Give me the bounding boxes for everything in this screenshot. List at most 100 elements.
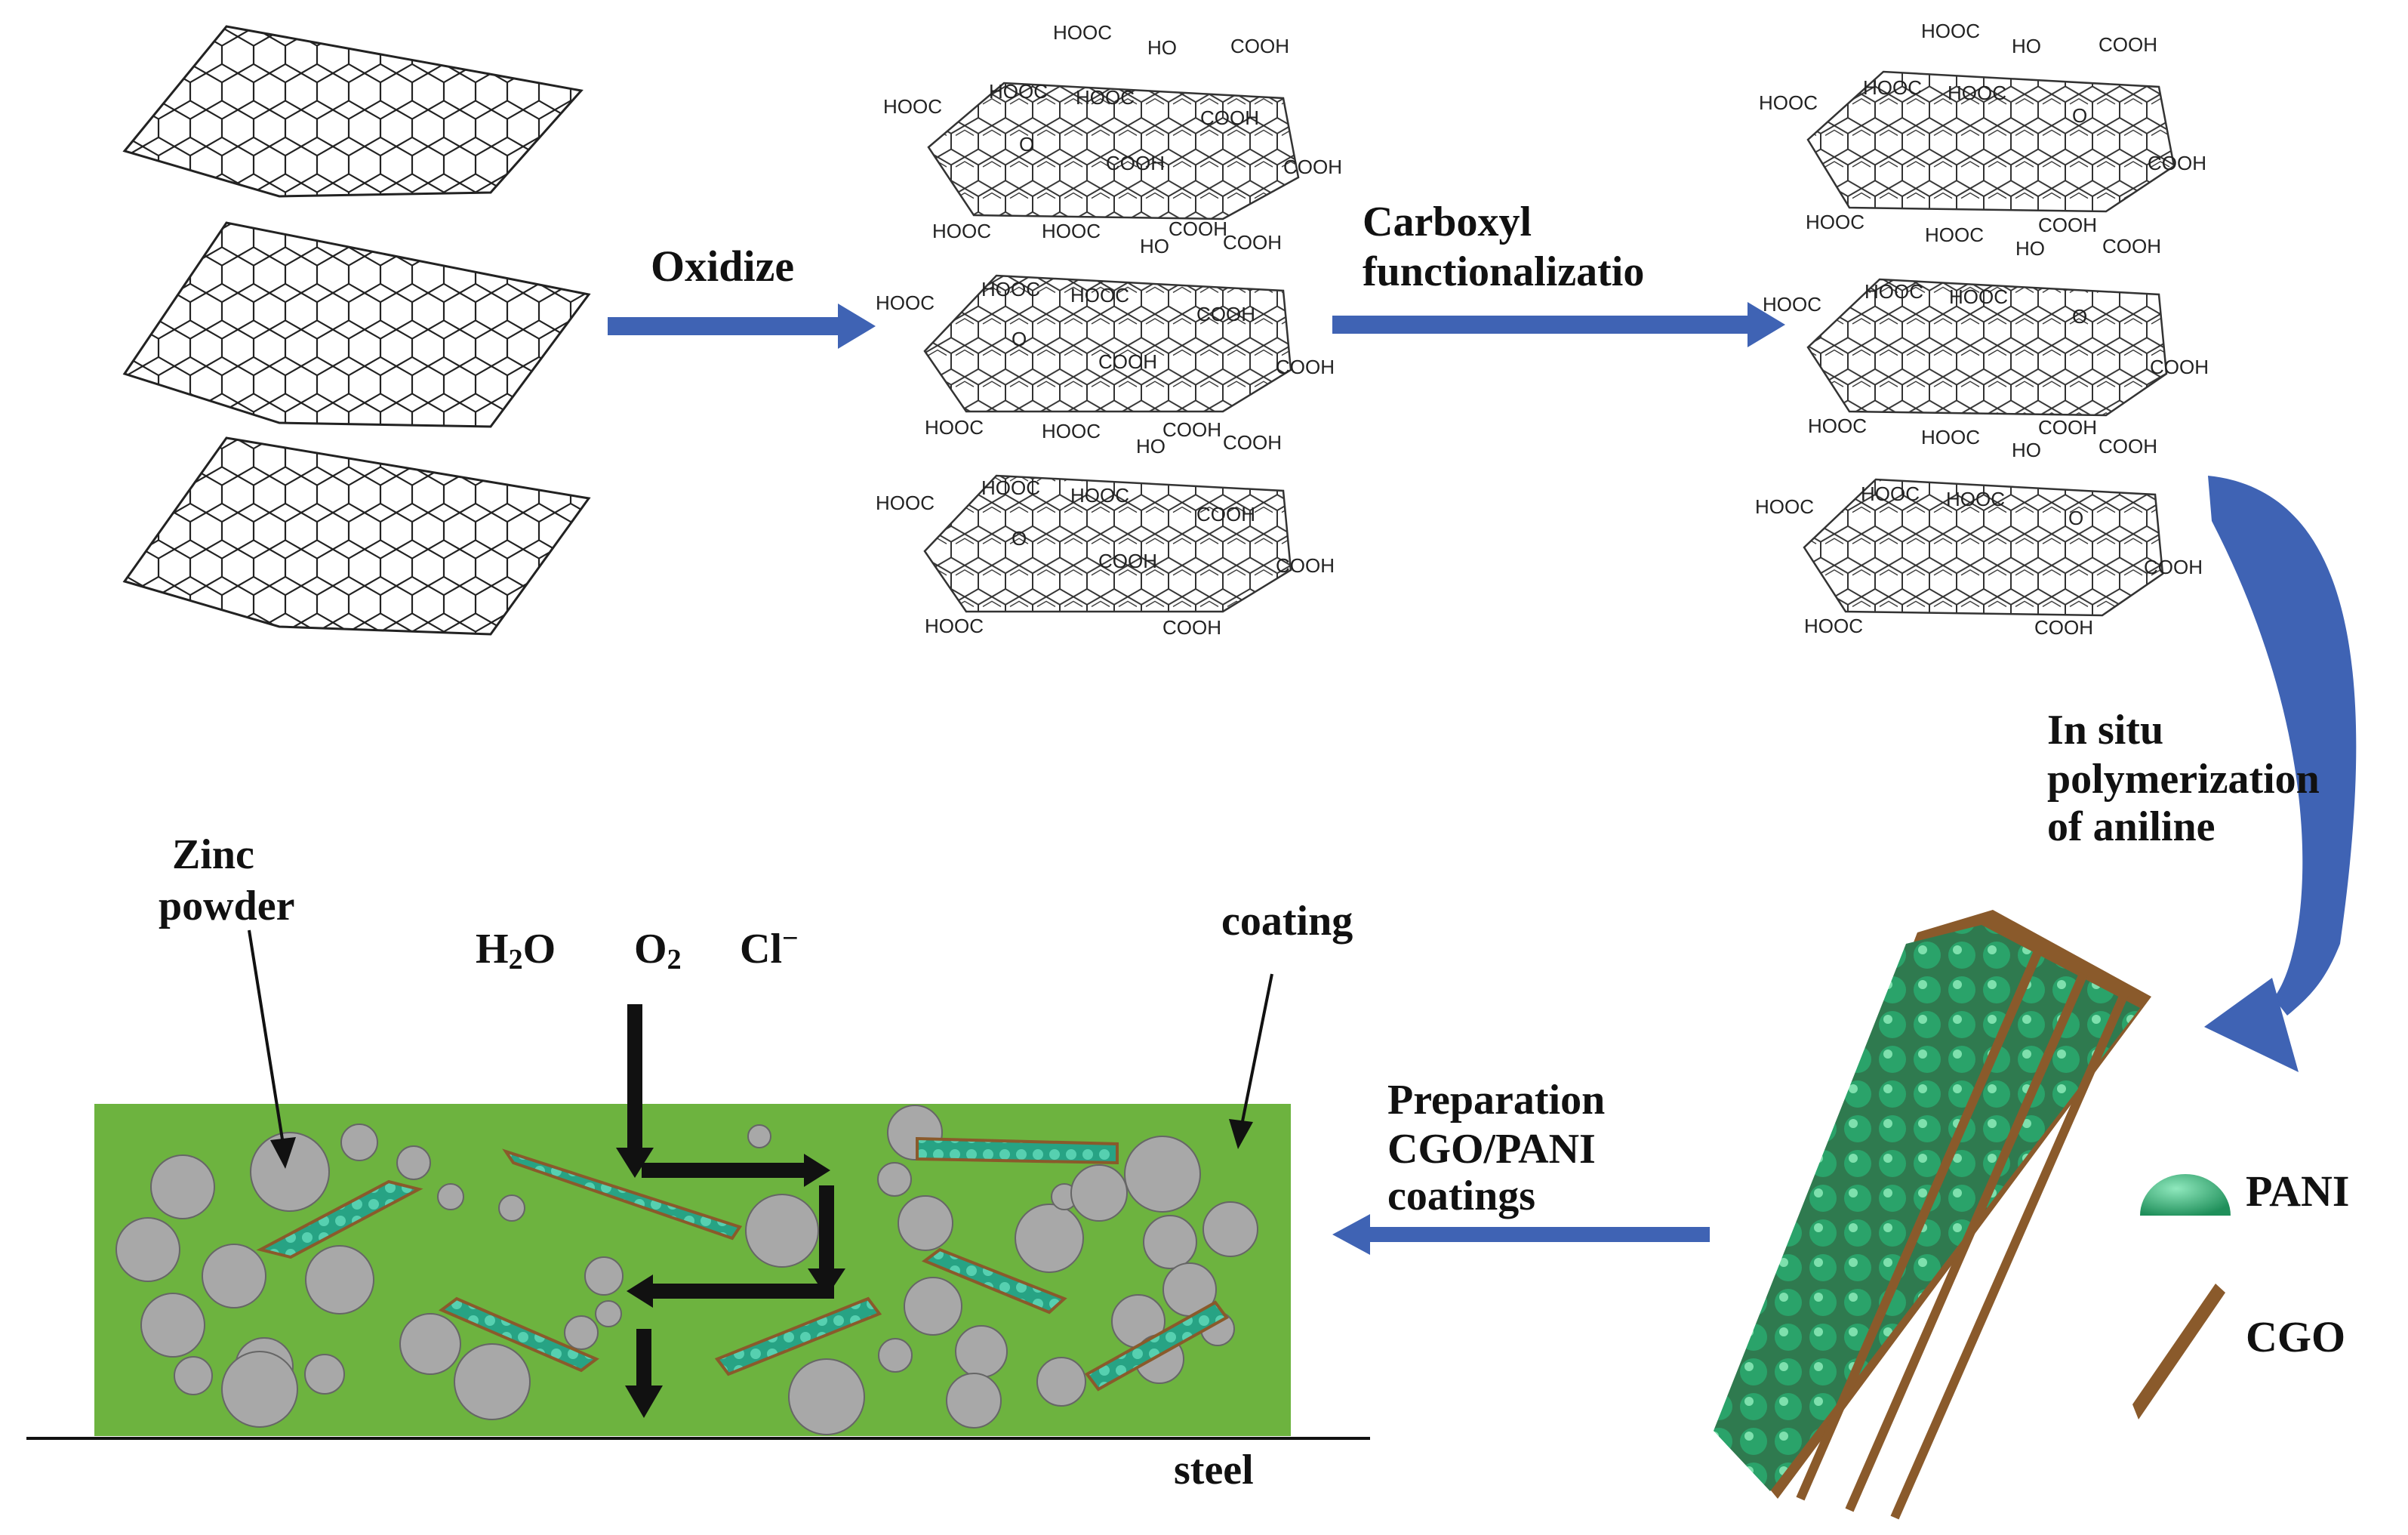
prep-label-line2: CGO/PANI — [1387, 1126, 1596, 1173]
cgo-cooh-label: COOH — [2148, 152, 2206, 174]
go-cooh-label: COOH — [1276, 356, 1335, 378]
insitu-label-line3: of aniline — [2047, 803, 2215, 850]
go-hooc-label: HOOC — [981, 476, 1040, 499]
cgo-hooc-label: HOOC — [1921, 20, 1980, 42]
go-layer-2 — [923, 274, 1292, 413]
steel-label: steel — [1174, 1447, 1254, 1493]
graphene-layer-2 — [122, 221, 591, 428]
go-o-label: O — [1012, 527, 1027, 550]
cgo-ho-label: HO — [2012, 439, 2041, 461]
cgo-hooc-label: HOOC — [1806, 211, 1865, 233]
graphene-layer-3 — [122, 436, 591, 636]
go-hooc-label: HOOC — [932, 220, 991, 242]
go-cooh-label: COOH — [1276, 554, 1335, 577]
cgo-hooc-label: HOOC — [1755, 495, 1814, 518]
zinc-pointer — [248, 929, 296, 1169]
cgo-hooc-label: HOOC — [1949, 285, 2008, 308]
go-hooc-label: HOOC — [1076, 86, 1135, 109]
zinc-label-line1: Zinc — [172, 831, 254, 878]
carboxyl-label-line1: Carboxyl — [1363, 199, 1532, 245]
go-hooc-label: HOOC — [989, 80, 1048, 103]
cgo-ho-label: HO — [2015, 237, 2045, 260]
cgo-hooc-label: HOOC — [1946, 488, 2005, 510]
go-cooh-label: COOH — [1223, 431, 1282, 454]
go-ho-label: HO — [1147, 36, 1177, 59]
go-cooh-label: COOH — [1200, 106, 1259, 129]
coating-label: coating — [1221, 898, 1353, 945]
insitu-label-line1: In situ — [2047, 707, 2163, 754]
go-ho-label: HO — [1140, 235, 1169, 257]
cgo-hooc-label: HOOC — [1861, 482, 1920, 505]
coating-pointer — [1229, 973, 1273, 1149]
zinc-label-line2: powder — [159, 883, 294, 929]
cgo-cooh-label: COOH — [2150, 356, 2209, 378]
cgo-hooc-label: HOOC — [1921, 426, 1980, 448]
cgo-hooc-label: HOOC — [1763, 293, 1821, 316]
prep-label-line3: coatings — [1387, 1173, 1535, 1219]
cgo-hooc-label: HOOC — [1808, 415, 1867, 437]
go-cooh-label: COOH — [1230, 35, 1289, 57]
cgo-cooh-label: COOH — [2099, 33, 2157, 56]
go-hooc-label: HOOC — [981, 278, 1040, 301]
go-cooh-label: COOH — [1196, 303, 1255, 325]
graphite-stack — [122, 25, 591, 636]
cgo-hooc-label: HOOC — [1804, 615, 1863, 637]
cgo-cooh-label: COOH — [2099, 435, 2157, 458]
cgo-cooh-label: COOH — [2034, 616, 2093, 639]
cgo-layer-2 — [1806, 278, 2168, 417]
graphene-layer-1 — [122, 25, 584, 198]
cgo-cooh-label: COOH — [2144, 556, 2203, 578]
insitu-curved-arrow — [2204, 476, 2357, 1072]
go-hooc-label: HOOC — [876, 291, 935, 314]
cgo-hooc-label: HOOC — [1759, 91, 1818, 114]
coating-cross-section — [26, 1004, 1370, 1440]
legend-cgo-label: CGO — [2246, 1312, 2345, 1361]
go-cooh-label: COOH — [1098, 350, 1157, 373]
go-hooc-label: HOOC — [1042, 220, 1101, 242]
cgo-pani-composite — [1714, 910, 2151, 1520]
go-hooc-label: HOOC — [1042, 420, 1101, 442]
carboxyl-label-line2: functionalizatio — [1363, 248, 1644, 295]
h2o-label: H2O — [476, 926, 556, 976]
o2-label: O2 — [634, 926, 682, 976]
cl-label: Cl− — [740, 923, 799, 972]
go-cooh-label: COOH — [1283, 156, 1342, 178]
cgo-bar-icon — [2132, 1284, 2225, 1419]
go-hooc-label: HOOC — [925, 416, 984, 439]
cgo-stack: HOOC HO COOH HOOC HOOC HOOC O COOH HOOC … — [1755, 20, 2209, 639]
carboxyl-arrow — [1332, 302, 1785, 347]
cgo-o-label: O — [2068, 507, 2083, 529]
pani-dome-icon — [2140, 1174, 2231, 1216]
cgo-pani-platelets — [256, 1136, 1229, 1392]
cgo-o-label: O — [2072, 305, 2087, 328]
go-cooh-label: COOH — [1196, 503, 1255, 526]
go-layer-3 — [923, 474, 1292, 613]
legend-pani-label: PANI — [2246, 1167, 2349, 1216]
go-o-label: O — [1019, 133, 1034, 156]
go-cooh-label: COOH — [1162, 418, 1221, 441]
cgo-ho-label: HO — [2012, 35, 2041, 57]
prep-label-line1: Preparation — [1387, 1077, 1605, 1124]
oxidize-arrow — [608, 304, 876, 349]
go-hooc-label: HOOC — [1070, 484, 1129, 507]
cgo-cooh-label: COOH — [2038, 214, 2097, 236]
cgo-hooc-label: HOOC — [1863, 76, 1922, 99]
go-o-label: O — [1012, 328, 1027, 350]
go-cooh-label: COOH — [1162, 616, 1221, 639]
cgo-hooc-label: HOOC — [1865, 280, 1923, 303]
oxidize-label: Oxidize — [651, 242, 794, 291]
insitu-label-line2: polymerization — [2047, 756, 2320, 803]
go-layer-1 — [927, 82, 1300, 220]
go-hooc-label: HOOC — [1053, 21, 1112, 44]
cgo-hooc-label: HOOC — [1948, 82, 2006, 104]
go-hooc-label: HOOC — [876, 492, 935, 514]
go-cooh-label: COOH — [1223, 231, 1282, 254]
cgo-cooh-label: COOH — [2038, 416, 2097, 439]
go-hooc-label: HOOC — [1070, 284, 1129, 307]
diffusion-path — [616, 1004, 845, 1418]
cgo-layer-3 — [1803, 478, 2164, 617]
legend: PANI CGO — [2132, 1167, 2349, 1419]
cgo-layer-1 — [1806, 70, 2176, 213]
go-cooh-label: COOH — [1169, 217, 1227, 240]
